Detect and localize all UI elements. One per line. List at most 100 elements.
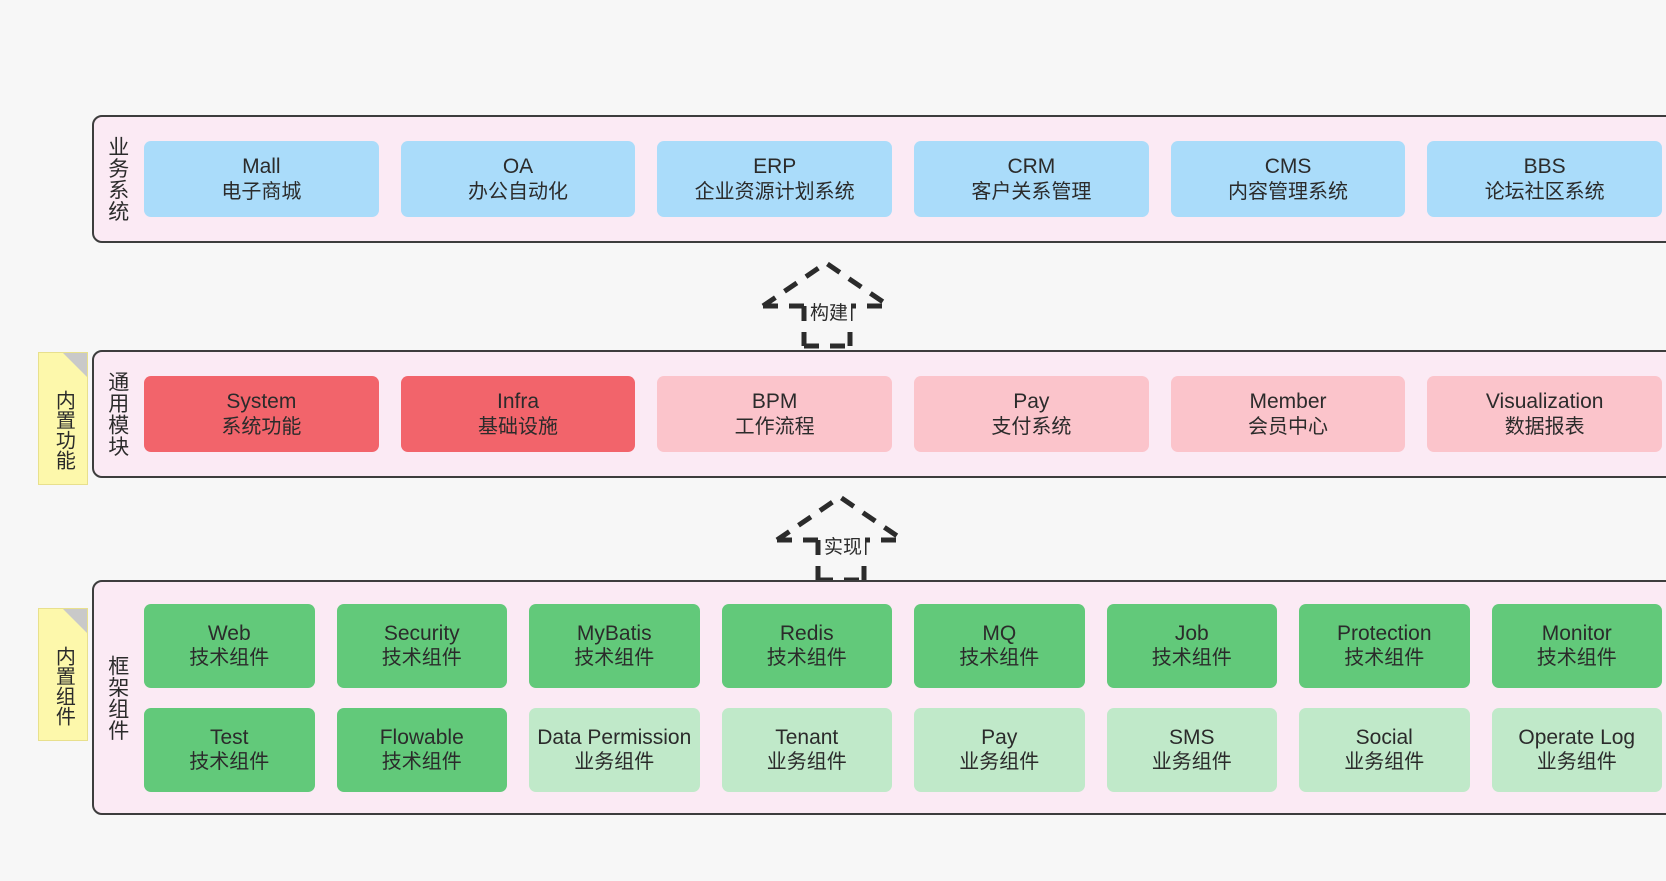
card-subtitle: 基础设施: [478, 415, 558, 438]
card-erp[interactable]: ERP 企业资源计划系统: [657, 141, 893, 217]
card-social[interactable]: Social 业务组件: [1299, 707, 1470, 792]
card-job[interactable]: Job 技术组件: [1106, 603, 1277, 688]
card-title: Social: [1355, 725, 1413, 749]
card-subtitle: 会员中心: [1248, 415, 1329, 438]
note-builtin-component: 内置组件: [38, 608, 88, 741]
card-flowable[interactable]: Flowable 技术组件: [336, 707, 507, 792]
card-subtitle: 技术组件: [1536, 647, 1617, 670]
card-title: BBS: [1523, 155, 1566, 178]
card-cms[interactable]: CMS 内容管理系统: [1170, 141, 1406, 217]
card-subtitle: 论坛社区系统: [1484, 180, 1605, 203]
card-system[interactable]: System 系统功能: [144, 376, 379, 452]
card-title: Member: [1249, 390, 1327, 413]
card-visualization[interactable]: Visualization 数据报表: [1427, 376, 1663, 452]
card-monitor[interactable]: Monitor 技术组件: [1491, 603, 1662, 688]
card-title: SMS: [1168, 725, 1215, 749]
card-row: Test 技术组件 Flowable 技术组件 Data Permission …: [144, 707, 1662, 792]
card-title: Test: [209, 725, 249, 749]
card-mybatis[interactable]: MyBatis 技术组件: [529, 603, 700, 688]
card-member[interactable]: Member 会员中心: [1170, 376, 1406, 452]
note-fold-corner-icon: [63, 353, 87, 377]
arrow-implement: 实现: [772, 492, 922, 583]
card-row: Mall 电子商城 OA 办公自动化 ERP 企业资源计划系统 CRM 客户关系…: [144, 141, 1663, 217]
card-data-permission[interactable]: Data Permission 业务组件: [529, 707, 700, 792]
card-title: Pay: [981, 725, 1018, 749]
card-title: OA: [502, 155, 534, 178]
card-subtitle: 数据报表: [1504, 415, 1585, 438]
note-builtin-function: 内置功能: [38, 352, 88, 485]
card-protection[interactable]: Protection 技术组件: [1299, 603, 1470, 688]
card-infra[interactable]: Infra 基础设施: [400, 376, 636, 452]
card-test[interactable]: Test 技术组件: [144, 707, 315, 792]
note-label: 内置功能: [52, 389, 75, 470]
card-title: MyBatis: [576, 621, 652, 645]
card-title: Redis: [779, 621, 834, 645]
card-pay-component[interactable]: Pay 业务组件: [914, 707, 1085, 792]
card-subtitle: 技术组件: [189, 751, 270, 774]
card-subtitle: 技术组件: [1151, 647, 1232, 670]
card-subtitle: 技术组件: [381, 751, 462, 774]
card-title: Data Permission: [537, 725, 692, 749]
card-subtitle: 技术组件: [574, 647, 655, 670]
card-title: CMS: [1264, 155, 1312, 178]
card-title: CRM: [1007, 155, 1056, 178]
card-title: Monitor: [1541, 621, 1612, 645]
card-title: Security: [383, 621, 460, 645]
card-title: Flowable: [379, 725, 464, 749]
card-subtitle: 客户关系管理: [971, 180, 1092, 203]
card-security[interactable]: Security 技术组件: [336, 603, 507, 688]
note-label: 内置组件: [52, 645, 75, 726]
card-subtitle: 业务组件: [1536, 751, 1617, 774]
layer-body-business-system: Mall 电子商城 OA 办公自动化 ERP 企业资源计划系统 CRM 客户关系…: [140, 117, 1666, 241]
card-subtitle: 办公自动化: [468, 180, 568, 203]
card-row: Web 技术组件 Security 技术组件 MyBatis 技术组件 Redi…: [144, 603, 1662, 688]
card-subtitle: 技术组件: [189, 647, 270, 670]
card-operate-log[interactable]: Operate Log 业务组件: [1491, 707, 1662, 792]
card-title: MQ: [982, 621, 1017, 645]
card-crm[interactable]: CRM 客户关系管理: [914, 141, 1149, 217]
card-bpm[interactable]: BPM 工作流程: [657, 376, 893, 452]
card-title: Web: [207, 621, 251, 645]
card-subtitle: 技术组件: [959, 647, 1040, 670]
card-redis[interactable]: Redis 技术组件: [721, 603, 892, 688]
note-fold-corner-icon: [63, 609, 87, 633]
card-title: Pay: [1013, 390, 1050, 413]
card-title: Infra: [496, 390, 540, 413]
card-subtitle: 系统功能: [221, 415, 302, 438]
card-title: Job: [1174, 621, 1209, 645]
card-title: System: [226, 390, 297, 413]
card-subtitle: 技术组件: [1344, 647, 1425, 670]
card-subtitle: 工作流程: [734, 415, 815, 438]
card-subtitle: 技术组件: [766, 647, 847, 670]
card-subtitle: 业务组件: [1344, 751, 1425, 774]
card-subtitle: 技术组件: [381, 647, 462, 670]
layer-title-framework-component: 框架组件: [105, 654, 129, 741]
card-subtitle: 业务组件: [574, 751, 655, 774]
card-subtitle: 业务组件: [766, 751, 847, 774]
layer-body-common-module: System 系统功能 Infra 基础设施 BPM 工作流程 Pay 支付系统…: [140, 352, 1666, 476]
card-tenant[interactable]: Tenant 业务组件: [721, 707, 892, 792]
card-subtitle: 内容管理系统: [1228, 180, 1349, 203]
card-oa[interactable]: OA 办公自动化: [400, 141, 636, 217]
card-subtitle: 电子商城: [221, 180, 302, 203]
layer-common-module: 通用模块 System 系统功能 Infra 基础设施 BPM 工作流程 Pay…: [92, 350, 1666, 478]
layer-title-common-module: 通用模块: [105, 371, 129, 457]
card-title: Protection: [1336, 621, 1432, 645]
layer-framework-component: 框架组件 Web 技术组件 Security 技术组件 MyBatis 技术组件…: [92, 580, 1666, 815]
card-mq[interactable]: MQ 技术组件: [914, 603, 1085, 688]
card-subtitle: 业务组件: [1151, 751, 1232, 774]
card-title: Mall: [242, 155, 281, 178]
layer-title-business-system: 业务系统: [105, 136, 129, 222]
card-title: Tenant: [775, 725, 839, 749]
arrow-build-label: 构建: [807, 298, 852, 325]
card-mall[interactable]: Mall 电子商城: [144, 141, 379, 217]
card-subtitle: 业务组件: [959, 751, 1040, 774]
card-bbs[interactable]: BBS 论坛社区系统: [1427, 141, 1663, 217]
card-title: Visualization: [1485, 390, 1604, 413]
card-web[interactable]: Web 技术组件: [144, 603, 315, 688]
card-sms[interactable]: SMS 业务组件: [1106, 707, 1277, 792]
card-title: ERP: [753, 155, 797, 178]
layer-body-framework-component: Web 技术组件 Security 技术组件 MyBatis 技术组件 Redi…: [140, 582, 1666, 813]
card-pay-module[interactable]: Pay 支付系统: [914, 376, 1149, 452]
